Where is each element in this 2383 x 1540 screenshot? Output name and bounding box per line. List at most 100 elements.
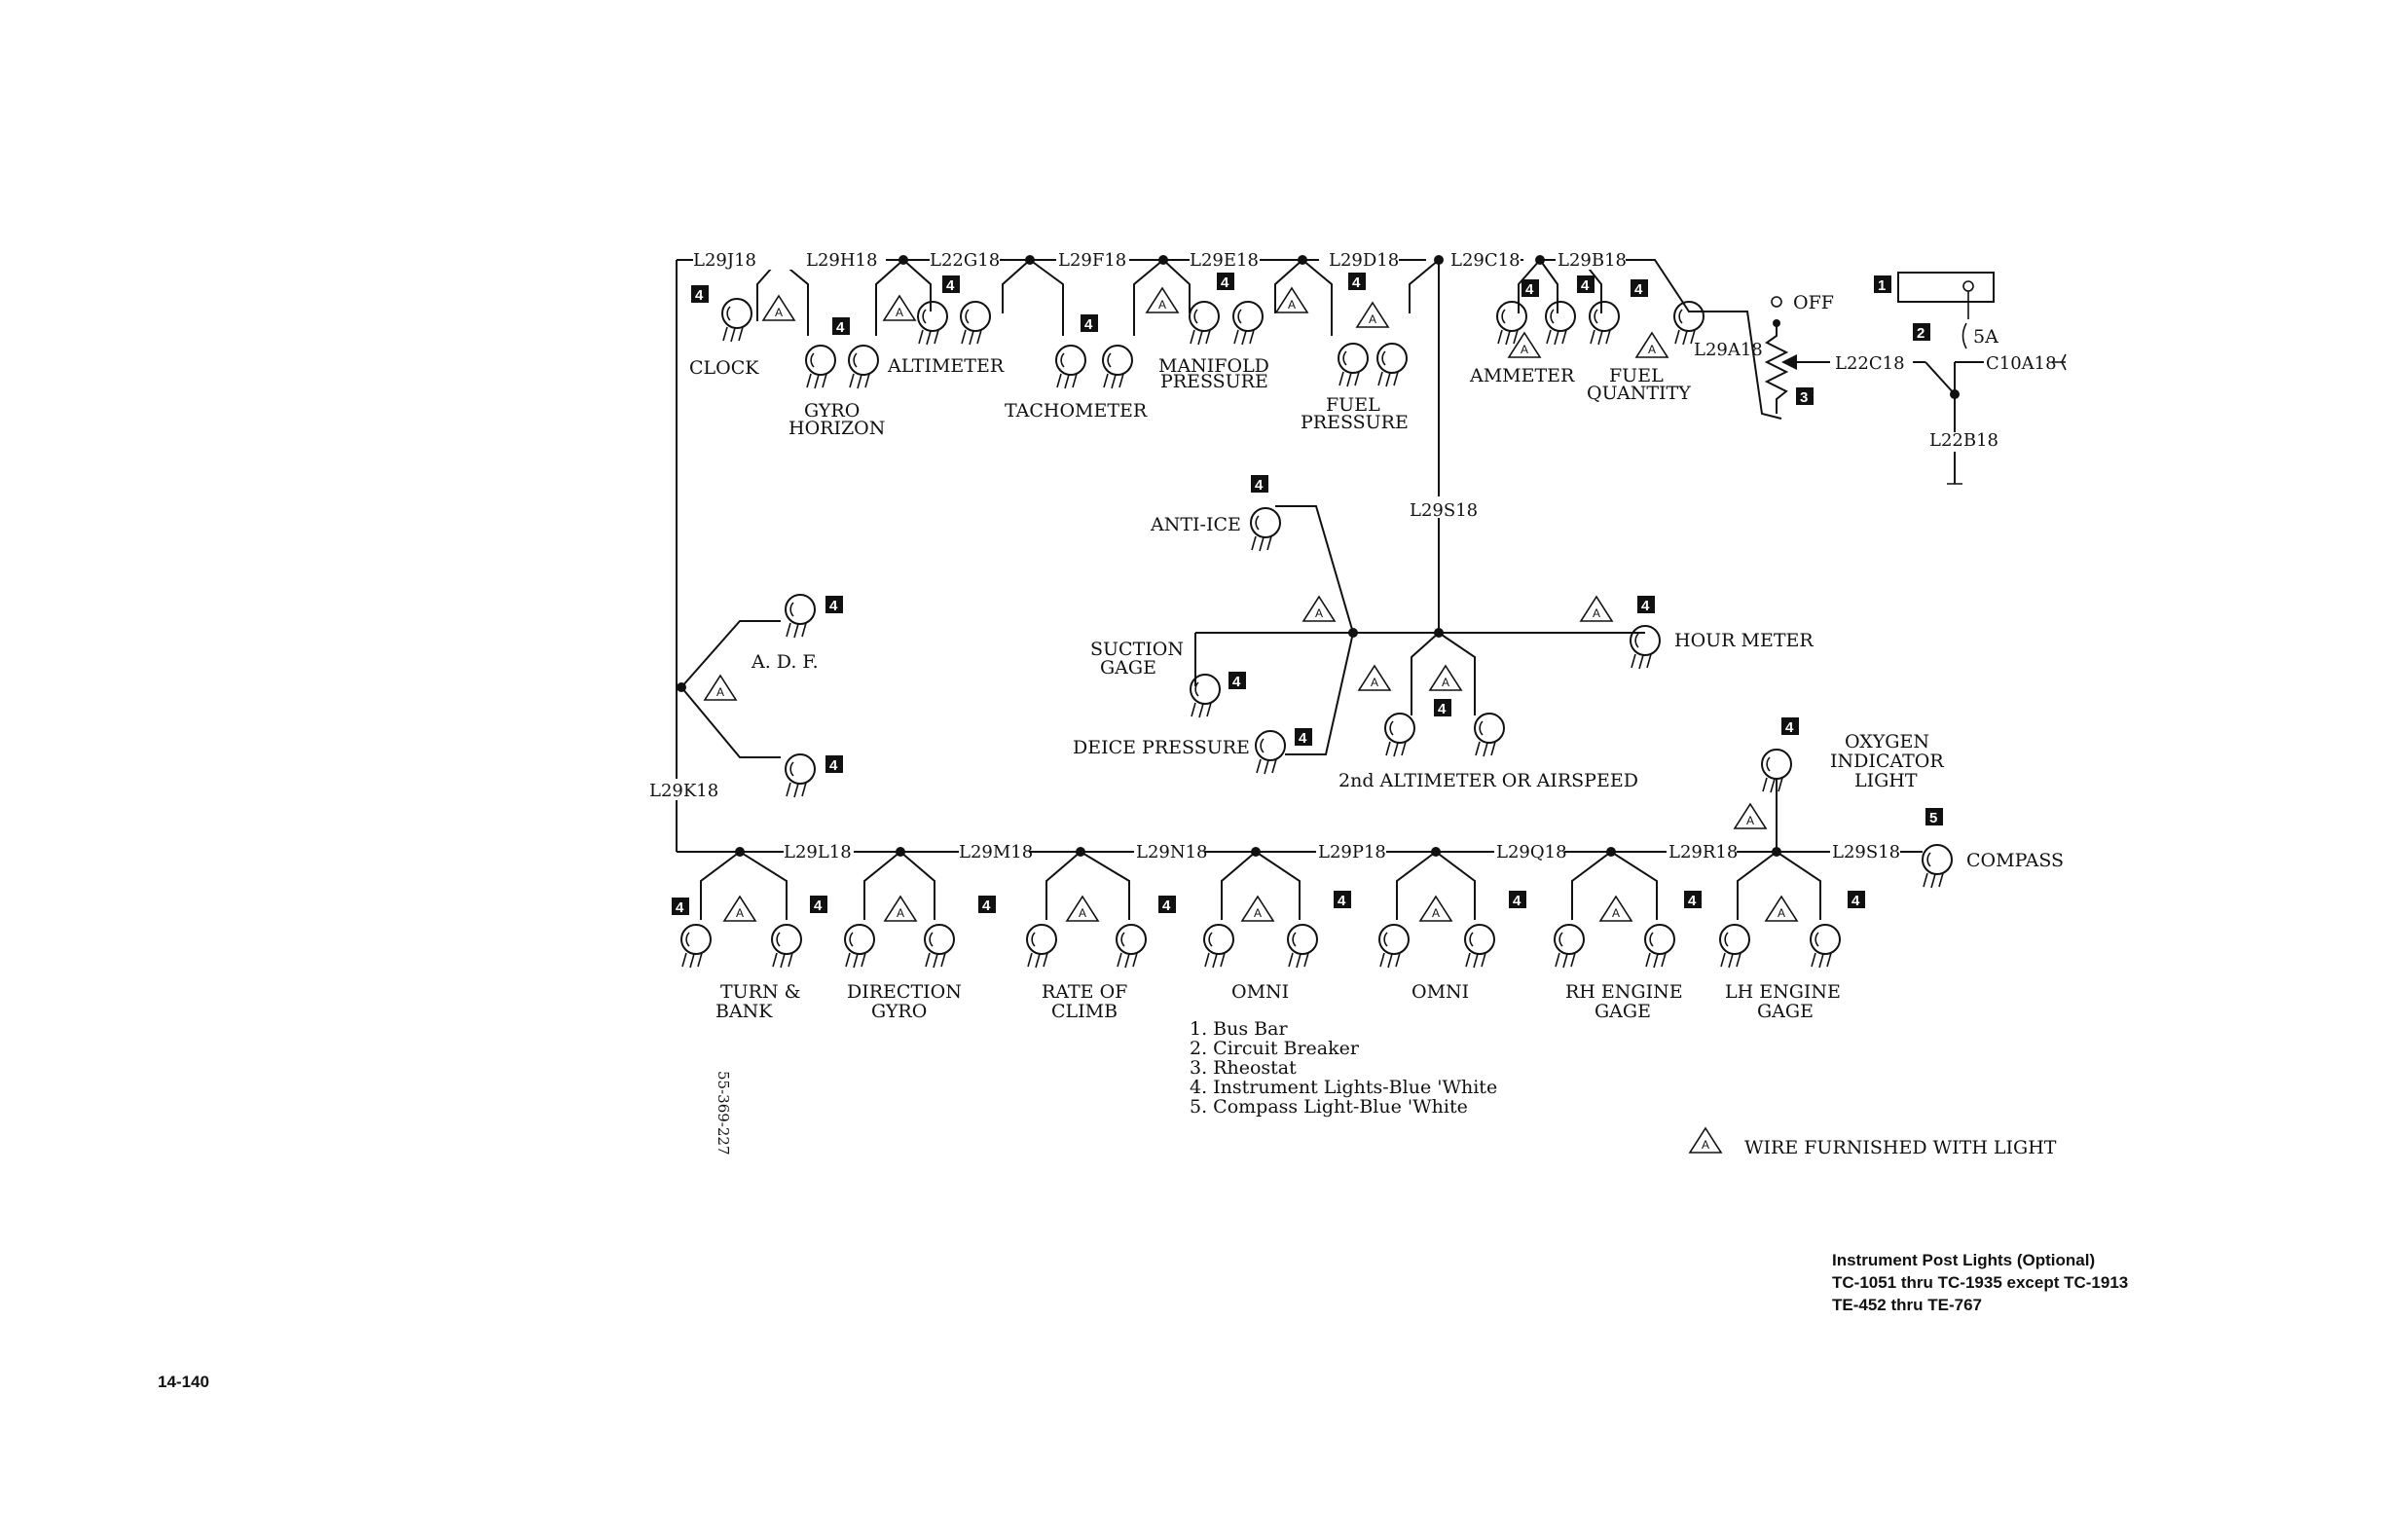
caption-line: TC-1051 thru TC-1935 except TC-1913 bbox=[1832, 1273, 2128, 1292]
wire-label: L29R18 bbox=[1668, 842, 1738, 862]
badges-bottom: 4 4 4 4 4 4 4 4 4 5 bbox=[672, 717, 1943, 916]
label-lh-engine-gage: GAGE bbox=[1757, 1001, 1814, 1022]
wire-marker-letter: A bbox=[1369, 312, 1376, 326]
badge-4: 4 bbox=[676, 899, 684, 916]
rheostat-switch: L29A18 OFF 3 L22C18 C10A18 L22B18 1 5A 2 bbox=[1694, 272, 2067, 485]
instrument-light bbox=[1644, 924, 1675, 969]
instrument-light bbox=[1384, 713, 1415, 757]
badge-4: 4 bbox=[695, 287, 704, 304]
wire-marker-letter: A bbox=[897, 906, 904, 920]
drawing-code: 55-369-227 bbox=[715, 1071, 732, 1155]
instrument-light bbox=[1102, 345, 1133, 389]
caption-line: Instrument Post Lights (Optional) bbox=[1832, 1251, 2095, 1269]
wire-marker-letter: A bbox=[1593, 606, 1600, 620]
label-anti-ice: ANTI-ICE bbox=[1150, 514, 1241, 535]
caption: Instrument Post Lights (Optional) TC-105… bbox=[1832, 1251, 2128, 1314]
label-turn-bank: TURN & bbox=[720, 981, 801, 1003]
wire-label: L22G18 bbox=[930, 250, 1000, 271]
badge-4: 4 bbox=[1221, 275, 1229, 291]
label-rate-of-climb: CLIMB bbox=[1051, 1001, 1118, 1022]
label-hour-meter: HOUR METER bbox=[1674, 630, 1814, 651]
instrument-light bbox=[1376, 343, 1408, 387]
legend-item: 1. Bus Bar bbox=[1190, 1018, 1288, 1040]
label-manifold-pressure: MANIFOLD bbox=[1158, 355, 1269, 377]
label-oxygen: LIGHT bbox=[1854, 770, 1918, 791]
caption-line: TE-452 thru TE-767 bbox=[1832, 1296, 1982, 1314]
wire-marker-letter: A bbox=[1079, 906, 1086, 920]
badge-4: 4 bbox=[1634, 281, 1643, 298]
instrument-light bbox=[771, 924, 802, 969]
wire-marker-letter: A bbox=[736, 906, 744, 920]
note-text: WIRE FURNISHED WITH LIGHT bbox=[1744, 1137, 2057, 1158]
label-fuel-quantity: FUEL bbox=[1609, 365, 1664, 386]
instrument-light bbox=[805, 345, 836, 389]
wire-label: L29A18 bbox=[1694, 340, 1763, 360]
switch-off-label: OFF bbox=[1793, 292, 1834, 313]
wire-marker-letter: A bbox=[716, 685, 724, 699]
wire-marker-letter: A bbox=[896, 306, 903, 319]
badge-4: 4 bbox=[814, 898, 823, 914]
legend-item: 4. Instrument Lights-Blue 'White bbox=[1190, 1077, 1497, 1098]
top-wire-labels: L29J18 L29H18 L22G18 L29F18 L29E18 L29D1… bbox=[693, 250, 1627, 271]
badge-1: 1 bbox=[1878, 277, 1886, 294]
wire-triangles-top bbox=[762, 287, 1668, 358]
wire-label: L29S18 bbox=[1410, 500, 1478, 521]
instrument-light bbox=[1338, 343, 1369, 387]
badge-4: 4 bbox=[1688, 893, 1697, 909]
wire-marker-letter: A bbox=[1371, 676, 1378, 689]
instrument-light bbox=[1378, 924, 1410, 969]
bottom-wire-labels: L29L18 L29M18 L29N18 L29P18 L29Q18 L29R1… bbox=[784, 842, 1900, 862]
wire-label: L29E18 bbox=[1190, 250, 1259, 271]
wire-label: L29K18 bbox=[649, 781, 718, 801]
instrument-light bbox=[1026, 924, 1057, 969]
instrument-light bbox=[1255, 730, 1286, 775]
label-omni: OMNI bbox=[1231, 981, 1289, 1003]
label-compass: COMPASS bbox=[1966, 850, 2064, 871]
instrument-light bbox=[1464, 924, 1495, 969]
badge-4: 4 bbox=[1084, 316, 1093, 333]
badge-4: 4 bbox=[1255, 477, 1264, 494]
label-fuel-pressure: FUEL bbox=[1326, 394, 1380, 416]
label-clock: CLOCK bbox=[689, 357, 759, 379]
wire-label: L29C18 bbox=[1450, 250, 1521, 271]
legend-item: 5. Compass Light-Blue 'White bbox=[1190, 1096, 1468, 1118]
instrument-light bbox=[1673, 301, 1705, 346]
wire-marker-letter: A bbox=[775, 306, 783, 319]
badge-4: 4 bbox=[829, 757, 838, 774]
legend-item: 2. Circuit Breaker bbox=[1190, 1038, 1360, 1059]
label-manifold-pressure: PRESSURE bbox=[1160, 371, 1268, 392]
wire-label: C10A18 bbox=[1986, 353, 2057, 374]
wire-note: WIRE FURNISHED WITH LIGHT bbox=[1689, 1127, 2057, 1158]
label-suction-gage: SUCTION bbox=[1090, 639, 1184, 660]
badge-4: 4 bbox=[836, 319, 845, 336]
badge-4: 4 bbox=[1232, 674, 1241, 690]
label-suction-gage: GAGE bbox=[1100, 657, 1156, 678]
badges-top: 4 4 4 4 4 4 4 4 4 bbox=[691, 273, 1648, 336]
label-fuel-pressure: PRESSURE bbox=[1301, 412, 1409, 433]
wire-marker-letter: A bbox=[1612, 906, 1620, 920]
wire-label: L29S18 bbox=[1832, 842, 1900, 862]
label-ammeter: AMMETER bbox=[1469, 365, 1575, 386]
wire-marker-letter: A bbox=[1158, 298, 1166, 312]
wire-label: L22B18 bbox=[1929, 430, 1998, 451]
adf-group: 4 4 A. D. F. L29K18 bbox=[647, 594, 843, 801]
label-fuel-quantity: QUANTITY bbox=[1587, 383, 1691, 404]
instrument-light bbox=[1116, 924, 1147, 969]
label-omni: OMNI bbox=[1411, 981, 1469, 1003]
wire-label: L29D18 bbox=[1329, 250, 1399, 271]
badge-4: 4 bbox=[1438, 701, 1447, 717]
wire-label: L29F18 bbox=[1058, 250, 1126, 271]
instrument-light bbox=[1474, 713, 1505, 757]
wire-marker-letter: A bbox=[1521, 343, 1528, 356]
wire-marker-letter: A bbox=[1254, 906, 1262, 920]
label-tachometer: TACHOMETER bbox=[1005, 400, 1148, 422]
wire-triangles-bottom bbox=[723, 803, 1798, 922]
badge-4: 4 bbox=[1581, 277, 1590, 294]
label-oxygen: OXYGEN bbox=[1845, 731, 1929, 752]
label-second-altimeter: 2nd ALTIMETER OR AIRSPEED bbox=[1338, 770, 1638, 791]
label-rh-engine-gage: RH ENGINE bbox=[1565, 981, 1683, 1003]
page-number: 14-140 bbox=[158, 1373, 209, 1391]
labels-top: CLOCK GYRO HORIZON ALTIMETER TACHOMETER … bbox=[689, 355, 1691, 439]
labels-bottom: TURN & BANK DIRECTION GYRO RATE OF CLIMB… bbox=[715, 731, 2064, 1022]
wire-label: L22C18 bbox=[1835, 353, 1905, 374]
